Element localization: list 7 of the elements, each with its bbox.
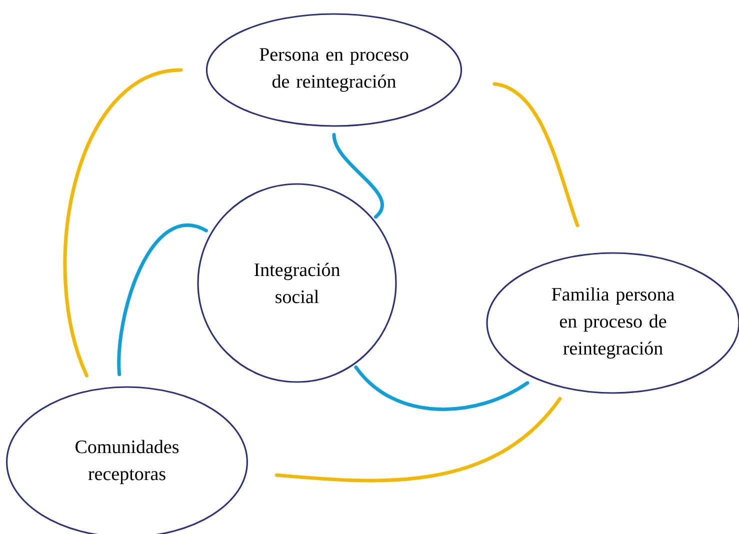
connector-curve — [354, 365, 530, 411]
circle-node: Integración social — [197, 183, 397, 383]
connector-curve — [64, 68, 183, 378]
connector-curve — [117, 224, 208, 376]
ellipse-node: Persona en proceso de reintegración — [206, 13, 462, 127]
connector-curve — [492, 82, 580, 228]
connector-curve — [274, 397, 562, 482]
